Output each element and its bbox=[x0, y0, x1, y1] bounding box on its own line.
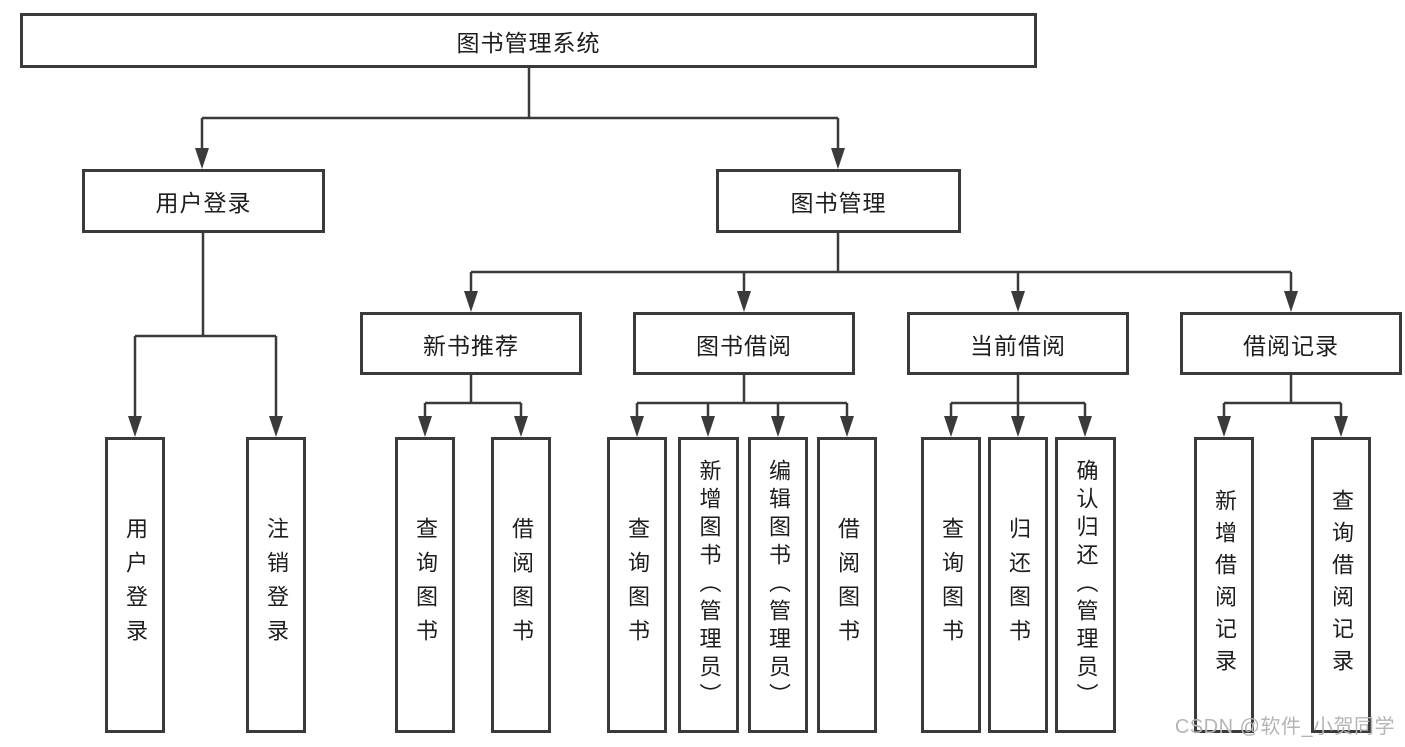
arrowheads bbox=[128, 148, 1348, 437]
node-borrowing-records: 借阅记录 bbox=[1180, 312, 1402, 375]
csdn-watermark: CSDN @软件_小贺同学 bbox=[1174, 716, 1395, 738]
node-user-login: 用户登录 bbox=[82, 169, 325, 233]
leaf-user-login: 用户登录 bbox=[105, 437, 165, 733]
leaf-confirm-return-admin: 确认归还（管理员） bbox=[1055, 437, 1116, 733]
node-book-borrowing: 图书借阅 bbox=[633, 312, 855, 375]
leaf-add-book-admin: 新增图书（管理员） bbox=[678, 437, 739, 733]
leaf-query-books-borrowing: 查询图书 bbox=[607, 437, 667, 733]
leaf-query-books-recommend: 查询图书 bbox=[395, 437, 455, 733]
leaf-query-books-current: 查询图书 bbox=[921, 437, 981, 733]
leaf-query-borrow-record: 查询借阅记录 bbox=[1311, 437, 1371, 733]
node-book-management: 图书管理 bbox=[716, 169, 961, 233]
node-library-system: 图书管理系统 bbox=[20, 13, 1037, 68]
node-new-book-recommend: 新书推荐 bbox=[360, 312, 582, 375]
leaf-logout: 注销登录 bbox=[246, 437, 306, 733]
node-current-borrowing: 当前借阅 bbox=[907, 312, 1129, 375]
leaf-edit-book-admin: 编辑图书（管理员） bbox=[748, 437, 808, 733]
leaf-borrow-books: 借阅图书 bbox=[817, 437, 877, 733]
leaf-return-book: 归还图书 bbox=[988, 437, 1048, 733]
leaf-borrow-books-recommend: 借阅图书 bbox=[491, 437, 551, 733]
leaf-add-borrow-record: 新增借阅记录 bbox=[1194, 437, 1254, 733]
